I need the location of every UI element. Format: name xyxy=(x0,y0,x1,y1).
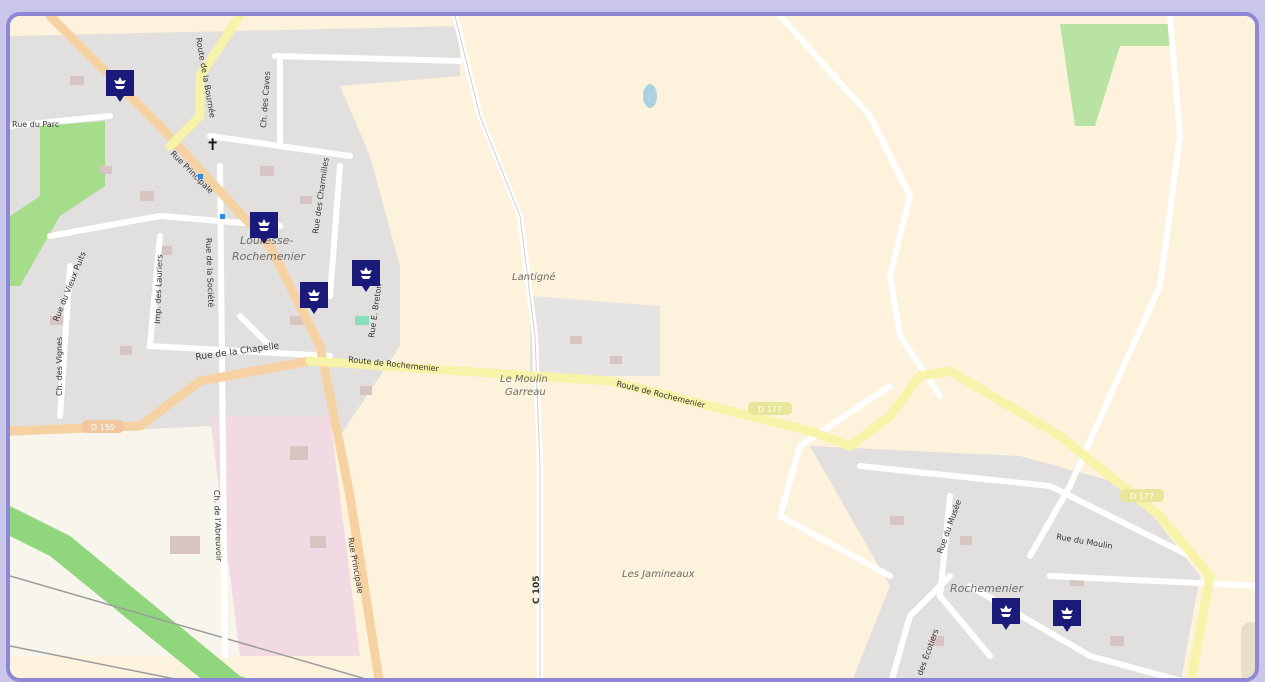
street-label-c105: C 105 xyxy=(532,575,542,604)
pitch-area xyxy=(355,316,369,325)
place-label-rochemenier: Rochemenier xyxy=(950,582,1024,595)
place-label-moulin-1: Le Moulin xyxy=(500,374,548,385)
motorway xyxy=(10,506,246,678)
park-area xyxy=(10,121,105,286)
place-label-jamineaux: Les Jamineaux xyxy=(622,569,695,580)
field-area xyxy=(10,426,240,656)
shield-d177-b: D 177 xyxy=(1120,489,1164,502)
bus-stop-icon xyxy=(198,174,203,179)
flower-pin-icon[interactable] xyxy=(350,258,382,296)
railway-line xyxy=(10,575,366,678)
street-label-ch-des-caves: Ch. des Caves xyxy=(259,71,272,128)
flower-pin-icon[interactable] xyxy=(1051,598,1083,636)
park-area-east xyxy=(1060,24,1170,126)
svg-text:D 177: D 177 xyxy=(1130,492,1154,501)
railway-line-2 xyxy=(10,645,174,678)
street-label-imp-des-lauriers: Imp. des Lauriers xyxy=(153,254,164,324)
place-label-lantigne: Lantigné xyxy=(512,271,556,283)
flower-pin-icon[interactable] xyxy=(298,280,330,318)
secondary-roads xyxy=(10,16,384,678)
place-label-moulin-2: Garreau xyxy=(505,387,546,398)
residential-louresse xyxy=(10,26,460,656)
panel-handle[interactable] xyxy=(1241,622,1255,678)
buildings xyxy=(50,76,1124,646)
street-label-ch-de-l-abreuvoir: Ch. de l'Abreuvoir xyxy=(212,490,224,562)
flower-pin-icon[interactable] xyxy=(990,596,1022,634)
place-label-louresse-2: Rochemenier xyxy=(232,250,306,263)
bus-stop-icon-2 xyxy=(220,214,225,219)
map-canvas[interactable]: Louresse- Rochemenier Lantigné Le Moulin… xyxy=(10,16,1259,682)
street-label-rue-du-parc: Rue du Parc xyxy=(12,120,59,129)
pond xyxy=(643,84,657,108)
svg-text:D 159: D 159 xyxy=(91,423,115,432)
map-frame[interactable]: Louresse- Rochemenier Lantigné Le Moulin… xyxy=(6,12,1259,682)
street-label-rue-de-la-societe: Rue de la Société xyxy=(204,238,216,308)
street-label-ch-des-vignes: Ch. des Vignes xyxy=(55,337,64,396)
shield-d177-a: D 177 xyxy=(748,402,792,415)
minor-road-edges xyxy=(454,16,541,678)
shield-d159: D 159 xyxy=(82,420,124,433)
flower-pin-icon[interactable] xyxy=(248,210,280,248)
residential-lantigne xyxy=(530,296,660,376)
church-icon: ✝ xyxy=(206,135,219,154)
flower-pin-icon[interactable] xyxy=(104,68,136,106)
svg-text:D 177: D 177 xyxy=(758,405,782,414)
tertiary-roads xyxy=(165,16,1215,678)
